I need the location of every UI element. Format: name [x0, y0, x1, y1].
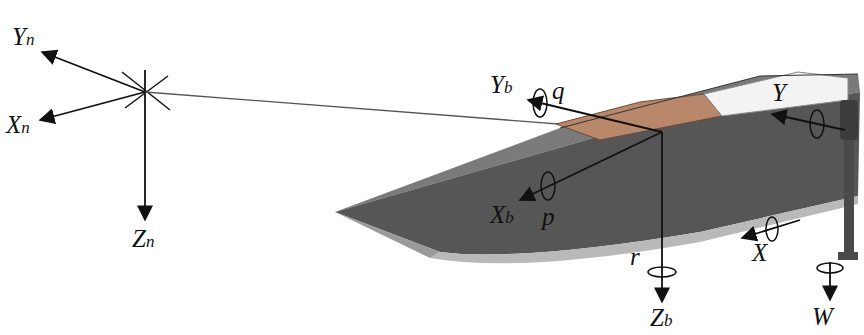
frame-axis-label: Zb: [650, 305, 672, 330]
rotation-label: r: [630, 244, 640, 269]
rotation-label: p: [542, 204, 555, 229]
frame-axis-label: Xb: [490, 202, 514, 227]
frame-axis-label: Yn: [12, 24, 34, 49]
frame-axis-label: Zn: [132, 226, 154, 251]
force-label: Y: [772, 80, 786, 105]
force-label: X: [752, 240, 767, 265]
frame-axis-label: Yb: [490, 72, 512, 97]
frame-axis-label: Xn: [6, 112, 30, 137]
rotation-label: q: [552, 78, 565, 103]
force-label: W: [812, 304, 833, 329]
